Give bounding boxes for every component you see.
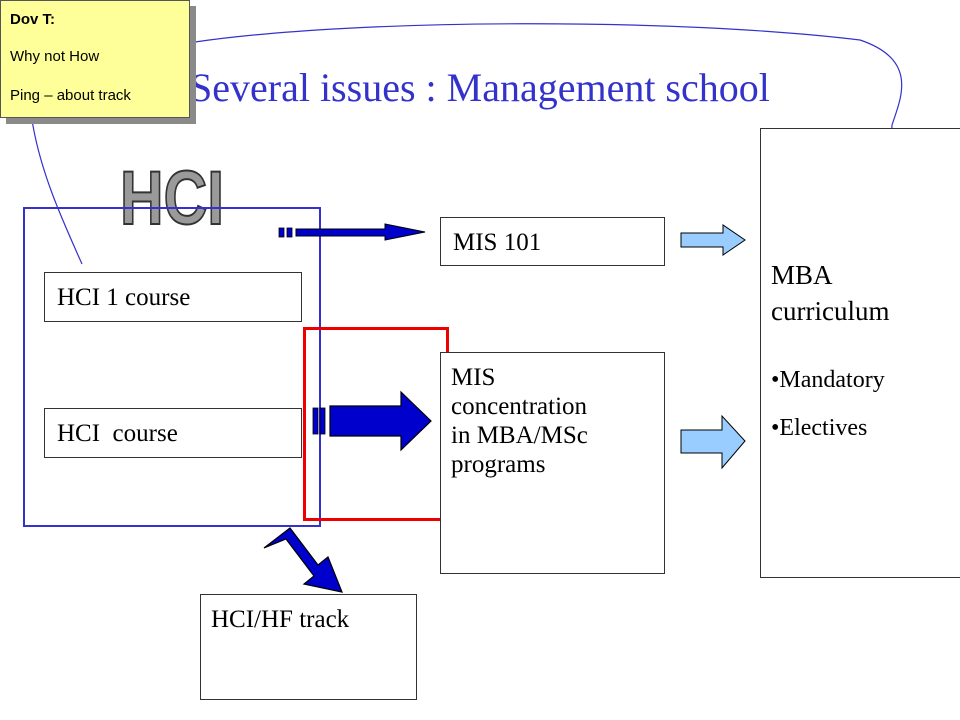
arrow-mis-101-to-mba (680, 224, 746, 256)
hci-course-box: HCI course (44, 408, 302, 458)
note-author: Dov T: (10, 11, 55, 28)
mba-title-line-1: MBA (771, 260, 833, 290)
hci-hf-track-box: HCI/HF track (200, 594, 417, 700)
mis-concentration-line-2: concentration (451, 393, 588, 420)
mis-concentration-box: MIS concentration in MBA/MSc programs (440, 352, 665, 574)
mba-title: MBA curriculum (771, 257, 889, 329)
note-line-1: Why not How (10, 48, 100, 65)
hci-group-box (23, 207, 321, 527)
mis-concentration-line-1: MIS (451, 364, 496, 391)
arrow-mis-concentration-to-mba (680, 414, 746, 470)
mis-101-label: MIS 101 (453, 229, 542, 256)
mba-items-list: •Mandatory •Electives (771, 347, 885, 443)
mba-item-electives: •Electives (771, 415, 868, 441)
hci-hf-track-label: HCI/HF track (211, 606, 350, 633)
hci-logo-text: HCI (120, 160, 224, 232)
arrow-to-hci-hf-track (263, 527, 343, 593)
mba-curriculum-box: MBA curriculum •Mandatory •Electives (760, 128, 960, 578)
mis-concentration-line-4: programs (451, 451, 546, 478)
hci-1-course-box: HCI 1 course (44, 272, 302, 322)
slide-title: Several issues : Management school (190, 65, 770, 110)
mis-concentration-line-3: in MBA/MSc (451, 422, 588, 449)
note-line-2: Ping – about track (10, 87, 131, 104)
comment-note: Dov T: Why not How Ping – about track (0, 0, 190, 118)
mis-101-box: MIS 101 (440, 217, 665, 266)
note-to-mba-connector (194, 23, 903, 169)
hci-logo: HCI (119, 160, 225, 232)
note-to-hci-course-connector (31, 119, 83, 265)
hci-1-course-label: HCI 1 course (57, 284, 191, 311)
arrow-to-mis-101 (278, 223, 426, 241)
hci-course-label: HCI course (57, 420, 178, 447)
arrow-to-mis-concentration (312, 390, 432, 452)
mba-item-mandatory: •Mandatory (771, 367, 885, 393)
mba-title-line-2: curriculum (771, 296, 890, 326)
